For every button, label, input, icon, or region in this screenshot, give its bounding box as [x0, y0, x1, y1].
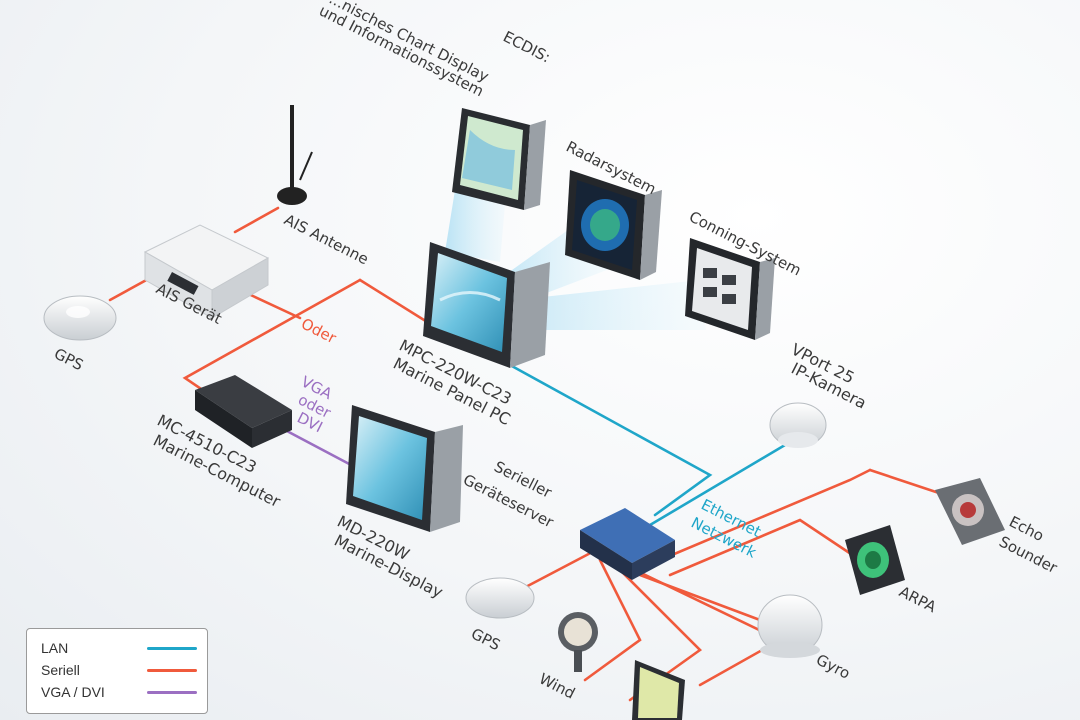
instrument-display: [632, 660, 685, 720]
label-wind: Wind: [536, 670, 578, 703]
gyro-unit: [757, 594, 823, 658]
gps-dome-left: [43, 295, 117, 341]
legend-label: VGA / DVI: [41, 684, 105, 700]
ip-camera: [769, 402, 827, 448]
legend-row-lan: LAN: [41, 637, 197, 659]
wind-instrument: [558, 612, 598, 672]
legend-swatch-serial: [147, 668, 197, 672]
marine-panel-pc: [423, 242, 550, 368]
legend-label: Seriell: [41, 662, 80, 678]
radar-display: [565, 170, 662, 280]
legend-row-vga: VGA / DVI: [41, 681, 197, 703]
legend-row-serial: Seriell: [41, 659, 197, 681]
legend-label: LAN: [41, 640, 69, 656]
ais-antenna: [277, 105, 313, 205]
echo-sounder: [935, 478, 1005, 545]
legend-swatch-vga: [147, 690, 197, 694]
arpa-display: [845, 525, 905, 595]
label-gps-left: GPS: [51, 345, 86, 375]
ecdis-display: [452, 108, 546, 210]
gps-dome-bottom: [465, 577, 535, 619]
label-gps-bottom: GPS: [468, 625, 503, 655]
label-ais-antenne: AIS Antenne: [281, 211, 371, 269]
marine-computer: [195, 375, 292, 448]
serial-device-server: [580, 508, 675, 580]
label-ecdis-3: und Informationssystem: [316, 2, 487, 101]
lan-lines: [508, 363, 787, 527]
label-arpa: ARPA: [896, 583, 940, 617]
conning-display: [685, 238, 775, 340]
legend: LAN Seriell VGA / DVI: [26, 628, 208, 714]
ais-device: [143, 224, 270, 319]
labels: ECDIS: ...nisches Chart Display und Info…: [51, 0, 1061, 703]
marine-display: [346, 405, 463, 532]
label-ecdis-2: ...nisches Chart Display: [326, 0, 492, 86]
label-gyro: Gyro: [813, 651, 853, 683]
legend-swatch-lan: [147, 646, 197, 650]
label-ecdis-1: ECDIS:: [500, 28, 553, 67]
label-oder: Oder: [298, 315, 340, 348]
